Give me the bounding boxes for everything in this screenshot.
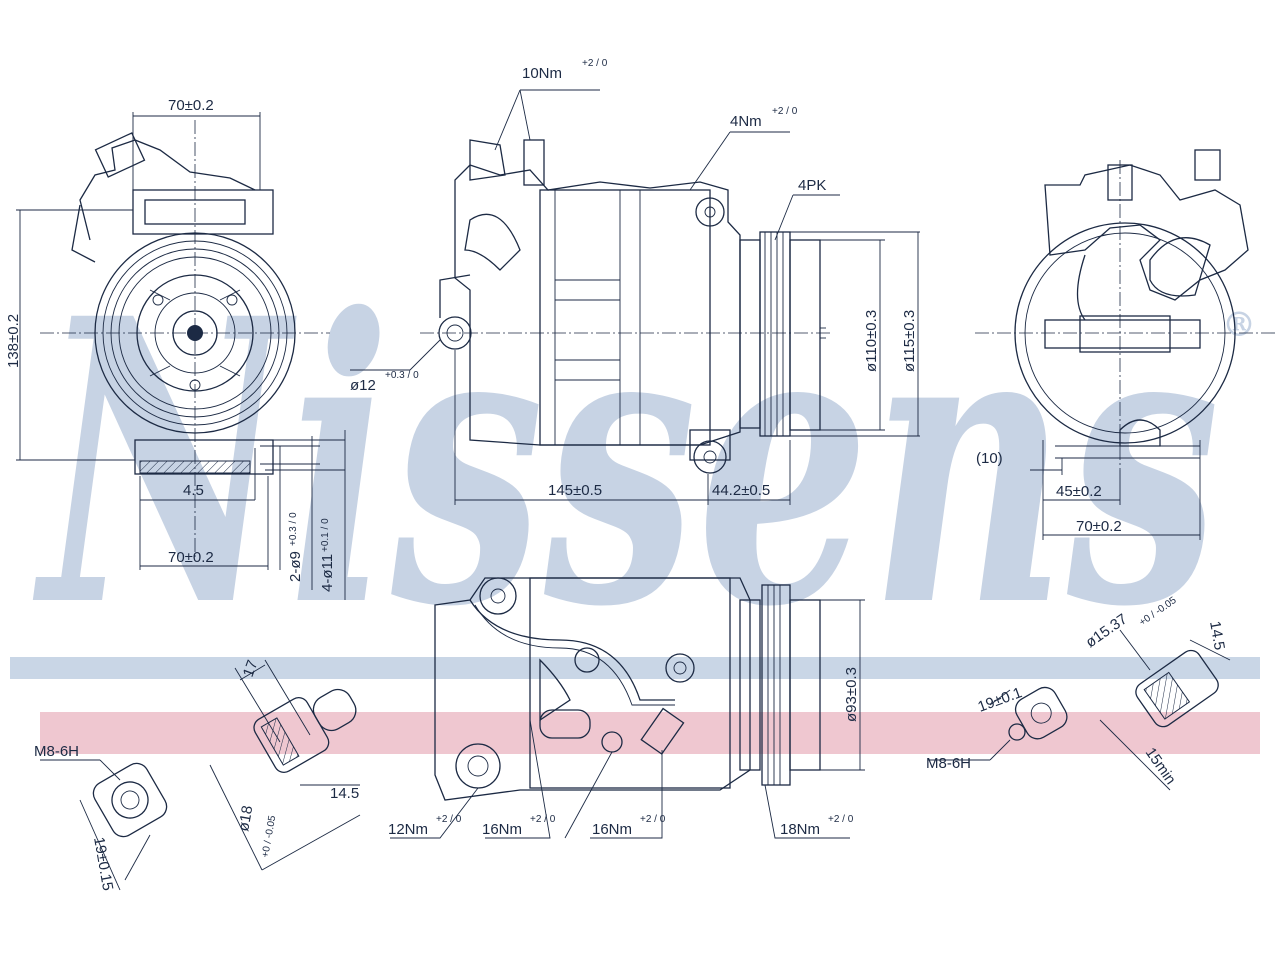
red-stripe: [40, 712, 1260, 754]
torque-18nm-tol: +2 / 0: [828, 814, 854, 825]
port-diameter: ø12: [350, 377, 376, 394]
torque-12nm-tol: +2 / 0: [436, 814, 462, 825]
torque-16nm-b-tol: +2 / 0: [640, 814, 666, 825]
pulley-d1: ø110±0.3: [863, 310, 880, 372]
registered-mark: ®: [1222, 305, 1256, 345]
bottom-view: ø93±0.3 12Nm +2 / 0 16Nm +2 / 0 16Nm +2 …: [388, 577, 865, 839]
side-view: 10Nm +2 / 0 4Nm +2 / 0 4PK ø110±0.3 ø115…: [350, 58, 920, 505]
rear-width-70: 70±0.2: [1076, 518, 1122, 535]
front-hole-offset: 4.5: [183, 482, 204, 499]
front-hole-4-tol: +0.1 / 0: [320, 518, 331, 552]
port-tolerance: +0.3 / 0: [385, 370, 419, 381]
fitting-left-thread: M8-6H: [34, 743, 79, 760]
torque-16nm-a-tol: +2 / 0: [530, 814, 556, 825]
torque-mid: 4Nm: [730, 113, 762, 130]
front-width-bottom: 70±0.2: [168, 549, 214, 566]
torque-top-tol: +2 / 0: [582, 58, 608, 69]
blue-stripe: [10, 657, 1260, 679]
front-hole-2-tol: +0.3 / 0: [288, 512, 299, 546]
torque-16nm-b: 16Nm: [592, 821, 632, 838]
fitting-left-width: 17: [240, 658, 262, 679]
torque-top: 10Nm: [522, 65, 562, 82]
torque-18nm: 18Nm: [780, 821, 820, 838]
fitting-left: M8-6H 17 ø18 +0 / -0.05 14.5 19±0.15: [34, 658, 361, 892]
fitting-left-width-19: 19±0.15: [90, 836, 116, 892]
rear-ref: (10): [976, 450, 1003, 467]
pulley-offset: 44.2±0.5: [712, 482, 770, 499]
fitting-right-thread: M8-6H: [926, 755, 971, 772]
rear-view: (10) 45±0.2 70±0.2: [975, 149, 1275, 540]
torque-12nm: 12Nm: [388, 821, 428, 838]
torque-16nm-a: 16Nm: [482, 821, 522, 838]
front-hole-4: 4-ø11: [319, 554, 336, 592]
rear-width-45: 45±0.2: [1056, 483, 1102, 500]
fitting-left-diameter: ø18: [235, 804, 256, 832]
fitting-left-length: 14.5: [330, 785, 359, 802]
fitting-left-diameter-tol: +0 / -0.05: [260, 814, 278, 858]
front-view: 70±0.2 138±0.2 4.5 70±0.2 2-ø9 +0.3 / 0 …: [5, 97, 346, 600]
pulley-d2: ø115±0.3: [901, 310, 918, 372]
fitting-right-length: 14.5: [1206, 620, 1228, 652]
torque-mid-tol: +2 / 0: [772, 106, 798, 117]
front-hole-2: 2-ø9: [287, 551, 304, 582]
body-length: 145±0.5: [548, 482, 602, 499]
bottom-pulley-diameter: ø93±0.3: [843, 667, 860, 722]
front-height: 138±0.2: [5, 314, 22, 368]
front-width-top: 70±0.2: [168, 97, 214, 114]
belt-profile: 4PK: [798, 177, 826, 194]
